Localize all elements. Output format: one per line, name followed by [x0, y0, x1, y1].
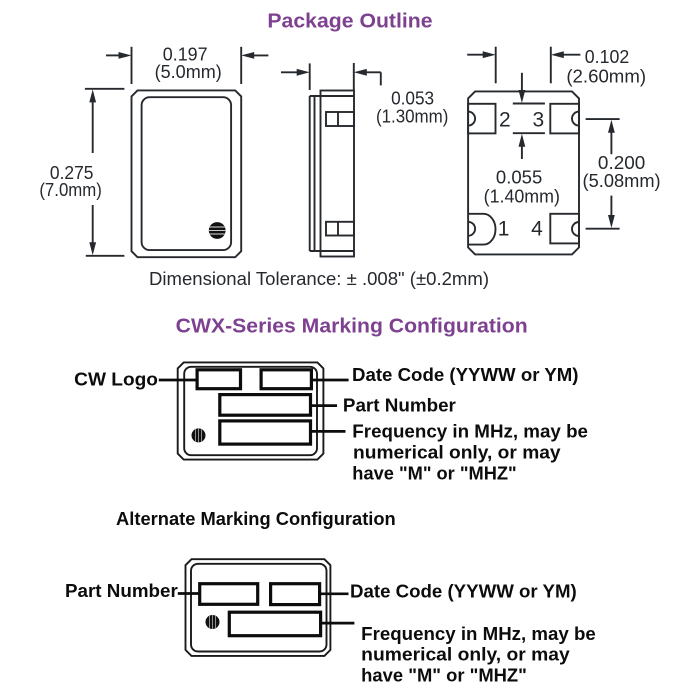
svg-text:Part Number: Part Number: [65, 581, 178, 601]
svg-text:Package Outline: Package Outline: [267, 11, 432, 33]
svg-text:Part Number: Part Number: [343, 396, 456, 416]
svg-text:have "M" or "MHZ": have "M" or "MHZ": [352, 463, 516, 483]
svg-text:0.200: 0.200: [598, 153, 645, 173]
svg-text:(5.08mm): (5.08mm): [583, 171, 661, 191]
svg-text:(7.0mm): (7.0mm): [39, 180, 102, 200]
svg-text:numerical only, or may: numerical only, or may: [353, 442, 561, 462]
svg-text:Frequency in MHz, may be: Frequency in MHz, may be: [352, 421, 588, 441]
svg-text:CWX-Series Marking Configurati: CWX-Series Marking Configuration: [176, 316, 528, 338]
svg-text:numerical only, or may: numerical only, or may: [361, 645, 570, 665]
svg-text:4: 4: [531, 217, 543, 240]
svg-text:2: 2: [499, 108, 511, 131]
svg-text:(1.30mm): (1.30mm): [376, 107, 449, 127]
svg-text:3: 3: [533, 108, 545, 131]
svg-text:Date Code (YYWW or YM): Date Code (YYWW or YM): [350, 581, 577, 601]
svg-text:Frequency in MHz, may be: Frequency in MHz, may be: [361, 624, 596, 644]
svg-text:Dimensional Tolerance: ± .008": Dimensional Tolerance: ± .008" (±0.2mm): [149, 269, 489, 289]
svg-text:Alternate Marking Configuratio: Alternate Marking Configuration: [116, 509, 396, 529]
svg-text:have "M" or "MHZ": have "M" or "MHZ": [361, 666, 527, 686]
svg-text:(2.60mm): (2.60mm): [566, 67, 646, 87]
svg-text:0.053: 0.053: [391, 88, 434, 108]
svg-text:1: 1: [498, 217, 510, 240]
svg-text:0.055: 0.055: [496, 168, 542, 188]
svg-text:(1.40mm): (1.40mm): [484, 186, 560, 206]
svg-text:CW Logo: CW Logo: [74, 369, 158, 389]
svg-text:(5.0mm): (5.0mm): [155, 62, 222, 82]
svg-text:0.275: 0.275: [50, 163, 94, 183]
svg-text:0.197: 0.197: [163, 45, 208, 65]
svg-text:Date Code (YYWW or YM): Date Code (YYWW or YM): [352, 365, 579, 385]
svg-text:0.102: 0.102: [585, 47, 629, 67]
